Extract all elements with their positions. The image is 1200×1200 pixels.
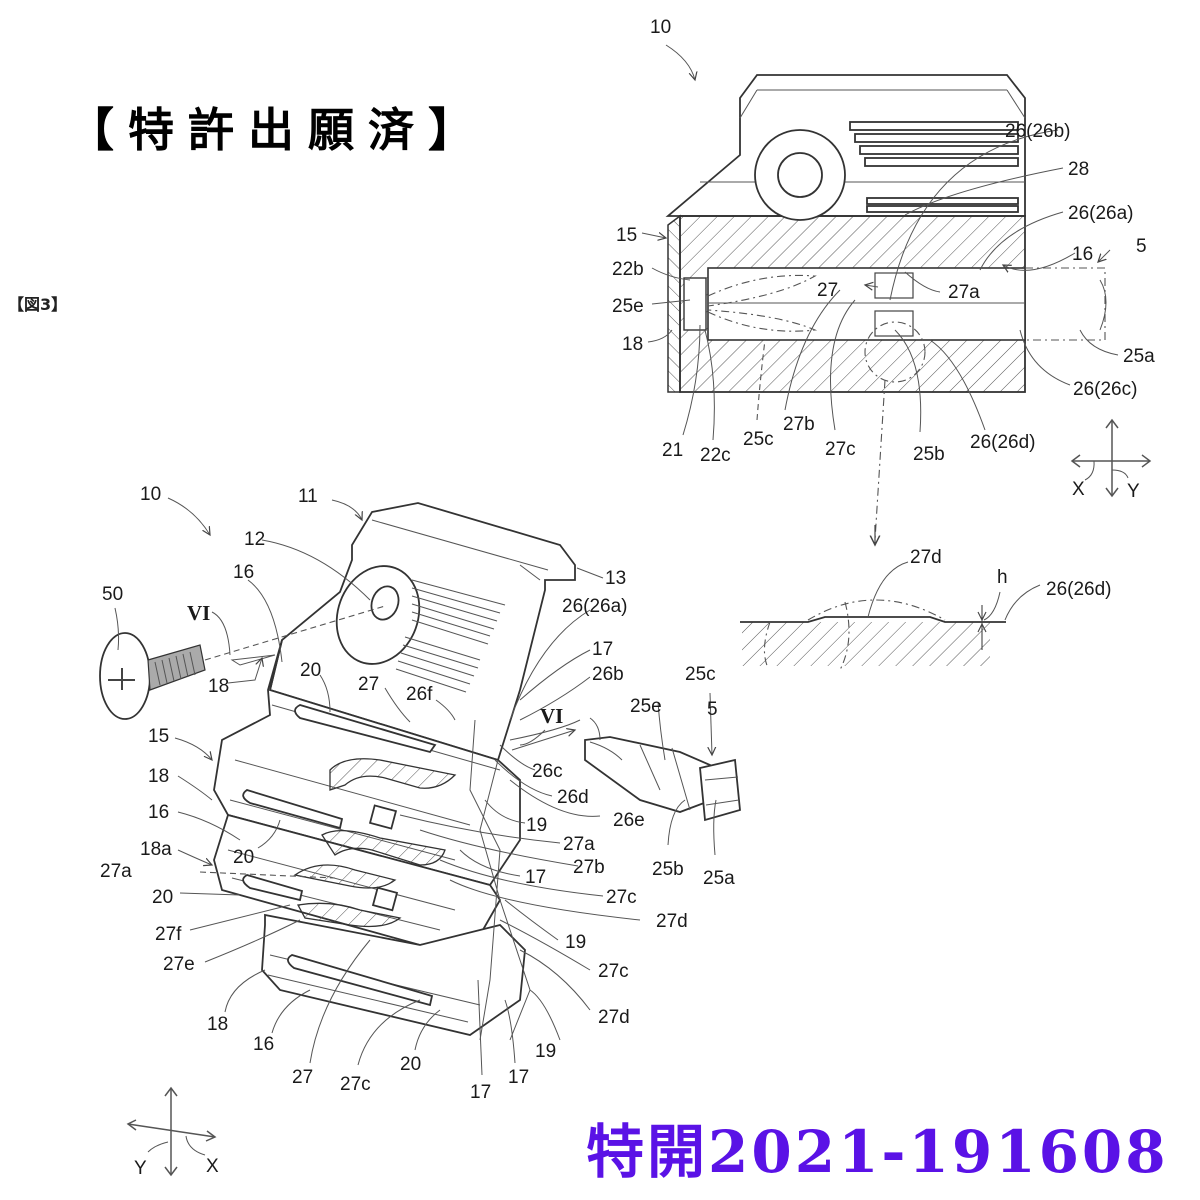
label-26-26a: 26(26a) (562, 596, 628, 617)
label-10: 10 (140, 484, 161, 505)
label-25c: 25c (743, 429, 774, 450)
label-19: 19 (535, 1041, 556, 1062)
label-5: 5 (1136, 236, 1147, 257)
section-view: 10 15 22b 25e 18 21 22c 25c 27b 27c 25b … (612, 17, 1155, 545)
label-27f: 27f (155, 924, 182, 945)
label-27c: 27c (825, 439, 856, 460)
label-27e: 27e (163, 954, 195, 975)
label-20: 20 (400, 1054, 421, 1075)
label-5: 5 (707, 699, 718, 720)
cap-body (268, 502, 576, 762)
label-25e: 25e (630, 696, 662, 717)
label-19: 19 (526, 815, 547, 836)
publication-number: 特開2021-191608 (586, 1118, 1169, 1186)
hatched-tab (329, 758, 457, 791)
label-26e: 26e (613, 810, 645, 831)
label-17: 17 (592, 639, 613, 660)
label-17: 17 (525, 867, 546, 888)
hatched-tab (321, 830, 446, 866)
label-13: 13 (605, 568, 626, 589)
label-26c: 26c (532, 761, 563, 782)
label-27: 27 (817, 280, 838, 301)
label-25b: 25b (913, 444, 945, 465)
label-27b: 27b (783, 414, 815, 435)
hatched-tab (293, 864, 397, 889)
label-17: 17 (470, 1082, 491, 1103)
label-50: 50 (102, 584, 123, 605)
label-27b: 27b (573, 857, 605, 878)
label-18: 18 (622, 334, 643, 355)
label-11: 11 (298, 486, 318, 507)
label-26-26c: 26(26c) (1073, 379, 1137, 400)
axes-indicator-section: X Y (1070, 418, 1152, 502)
label-27d: 27d (598, 1007, 630, 1028)
label-18a: 18a (140, 839, 172, 860)
label-h: h (997, 567, 1008, 588)
segment-3 (261, 913, 526, 1036)
label-16: 16 (1072, 244, 1093, 265)
vent-slats (849, 121, 1019, 213)
label-21: 21 (662, 440, 683, 461)
screw-50 (99, 632, 206, 720)
label-26-26b: 26(26b) (1005, 121, 1071, 142)
label-27c: 27c (606, 887, 637, 908)
label-12: 12 (244, 529, 265, 550)
insertion-cavity (707, 267, 1026, 341)
hatched-tab (296, 902, 402, 928)
label-25e: 25e (612, 296, 644, 317)
axis-y-label: Y (134, 1158, 147, 1179)
label-15: 15 (148, 726, 169, 747)
axis-y-label: Y (1127, 481, 1140, 502)
label-22c: 22c (700, 445, 731, 466)
label-18: 18 (208, 676, 229, 697)
perspective-view: 10 11 12 13 16 50 VI 18 20 27 26f 26(26a… (99, 484, 741, 1179)
label-10: 10 (650, 17, 671, 38)
label-27d: 27d (656, 911, 688, 932)
label-28: 28 (1068, 159, 1089, 180)
axis-x-label: X (206, 1156, 219, 1177)
label-26-26a: 26(26a) (1068, 203, 1134, 224)
label-25c: 25c (685, 664, 716, 685)
label-27: 27 (292, 1067, 313, 1088)
label-25a: 25a (703, 868, 735, 889)
label-vi-right: VI (540, 704, 563, 728)
label-27a: 27a (563, 834, 595, 855)
label-22b: 22b (612, 259, 644, 280)
label-27d: 27d (910, 547, 942, 568)
label-27c: 27c (340, 1074, 371, 1095)
label-20: 20 (300, 660, 321, 681)
label-26d: 26d (557, 787, 589, 808)
axes-indicator-perspective: Y X (126, 1086, 219, 1179)
driver-bit-5 (584, 736, 741, 822)
label-vi-left: VI (187, 601, 210, 625)
patent-pending-banner: 【特許出願済】 (68, 103, 488, 157)
detail-view: 27d h 26(26d) (740, 547, 1112, 671)
label-15: 15 (616, 225, 637, 246)
label-18: 18 (148, 766, 169, 787)
figure-label: 【図3】 (8, 295, 68, 314)
label-27: 27 (358, 674, 379, 695)
label-18: 18 (207, 1014, 228, 1035)
label-27c: 27c (598, 961, 629, 982)
label-16: 16 (233, 562, 254, 583)
label-25a: 25a (1123, 346, 1155, 367)
label-26-26d: 26(26d) (1046, 579, 1112, 600)
label-25b: 25b (652, 859, 684, 880)
axis-x-label: X (1072, 479, 1085, 500)
label-17: 17 (508, 1067, 529, 1088)
label-27a: 27a (100, 861, 132, 882)
label-27a: 27a (948, 282, 980, 303)
label-26b: 26b (592, 664, 624, 685)
label-20: 20 (233, 847, 254, 868)
label-20: 20 (152, 887, 173, 908)
label-16: 16 (148, 802, 169, 823)
vent-slats (395, 579, 506, 693)
label-26f: 26f (406, 684, 433, 705)
label-26-26d: 26(26d) (970, 432, 1036, 453)
label-16: 16 (253, 1034, 274, 1055)
label-19: 19 (565, 932, 586, 953)
